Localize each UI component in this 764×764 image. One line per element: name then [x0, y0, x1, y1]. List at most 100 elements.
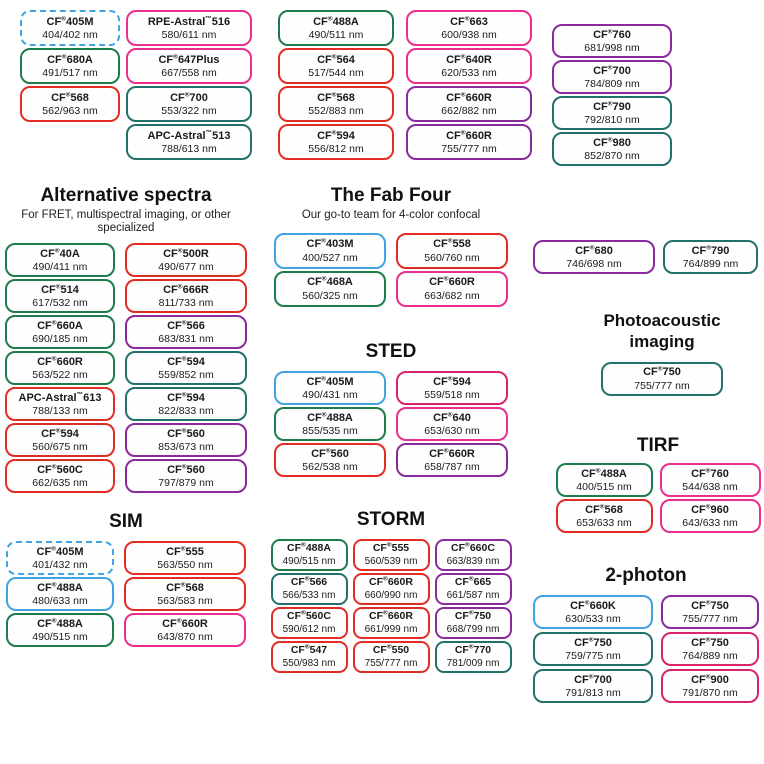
dye-name: CF®488A	[313, 15, 359, 28]
dye-wavelengths: 791/870 nm	[682, 687, 738, 700]
dye-name: CF®750	[691, 636, 729, 649]
dye-name: CF®663	[450, 15, 488, 28]
dye-wavelengths: 661/999 nm	[364, 624, 418, 635]
dye-wavelengths: 781/009 nm	[446, 658, 500, 669]
dye-wavelengths: 755/777 nm	[682, 613, 738, 626]
dye-name: CF®660R	[446, 91, 492, 104]
dye-name: CF®405M	[36, 545, 84, 558]
dye-name: CF®790	[691, 244, 730, 257]
dye-name: CF®405M	[306, 375, 354, 388]
section-title: STED	[365, 341, 417, 362]
dye-name: CF®900	[691, 673, 729, 686]
dye-name: CF®660R	[429, 275, 475, 289]
dye-wavelengths: 560/675 nm	[32, 441, 88, 454]
dye-wavelengths: 559/852 nm	[158, 369, 214, 382]
dye-name: CF®660R	[446, 129, 492, 142]
dye-name: CF®640	[433, 411, 471, 424]
dye-wavelengths: 600/938 nm	[441, 29, 497, 42]
section-subtitle: Our go-to team for 4-color confocal	[301, 208, 481, 221]
dye-name: CF®594	[167, 391, 205, 405]
dye-wavelengths: 560/760 nm	[424, 251, 480, 264]
dye-name: CF®566	[290, 575, 328, 589]
dye-wavelengths: 811/733 nm	[158, 297, 214, 310]
dye-name: CF®660K	[570, 599, 616, 612]
dye-wavelengths: 553/322 nm	[161, 105, 217, 118]
section-fab-four: The Fab Four Our go-to team for 4-color …	[270, 186, 512, 307]
dye-wavelengths: 490/515 nm	[32, 631, 88, 644]
dye-name: CF®468A	[307, 275, 353, 289]
dye-wavelengths: 400/527 nm	[302, 251, 358, 264]
dye-wavelengths: 653/633 nm	[576, 517, 632, 530]
dye-wavelengths: 560/539 nm	[364, 556, 418, 567]
dye-name: CF®488A	[287, 541, 331, 555]
dye-name: CF®594	[433, 375, 471, 388]
dye-name: CF®680	[575, 244, 613, 257]
dye-wavelengths: 755/777 nm	[364, 658, 418, 669]
section-title: STORM	[356, 509, 426, 530]
dye-name: CF®550	[372, 643, 410, 657]
dye-wavelengths: 550/983 nm	[282, 658, 336, 669]
dye-wavelengths: 764/889 nm	[682, 650, 738, 663]
dye-wavelengths: 563/522 nm	[32, 369, 88, 382]
dye-wavelengths: 746/698 nm	[566, 258, 622, 271]
dye-name: APC-Astral™513	[147, 129, 231, 142]
dye-wavelengths: 490/511 nm	[308, 29, 364, 42]
dye-name: CF®555	[166, 545, 204, 558]
dye-wavelengths: 797/879 nm	[158, 477, 214, 490]
dye-wavelengths: 822/833 nm	[158, 405, 214, 418]
dye-name: CF®403M	[306, 237, 354, 251]
dye-wavelengths: 562/963 nm	[42, 105, 98, 118]
dye-wavelengths: 663/682 nm	[424, 289, 480, 302]
dye-wavelengths: 620/533 nm	[441, 67, 497, 80]
section-title: TIRF	[636, 435, 680, 456]
dye-wavelengths: 566/533 nm	[282, 590, 336, 601]
dye-name: CF®700	[593, 64, 631, 77]
section-title: Photoacoustic imaging	[603, 311, 721, 352]
dye-name: CF®514	[41, 283, 79, 297]
dye-name: CF®488A	[37, 581, 83, 594]
dye-name: CF®500R	[163, 247, 209, 261]
dye-wavelengths: 617/532 nm	[32, 297, 88, 310]
dye-name: CF®680A	[47, 53, 93, 66]
dye-name: CF®760	[593, 28, 631, 41]
section-title: The Fab Four	[330, 185, 452, 206]
dye-name: CF®750	[643, 365, 681, 379]
dye-wavelengths: 552/883 nm	[308, 105, 364, 118]
dye-name: CF®568	[317, 91, 355, 104]
dye-wavelengths: 480/633 nm	[32, 595, 88, 608]
